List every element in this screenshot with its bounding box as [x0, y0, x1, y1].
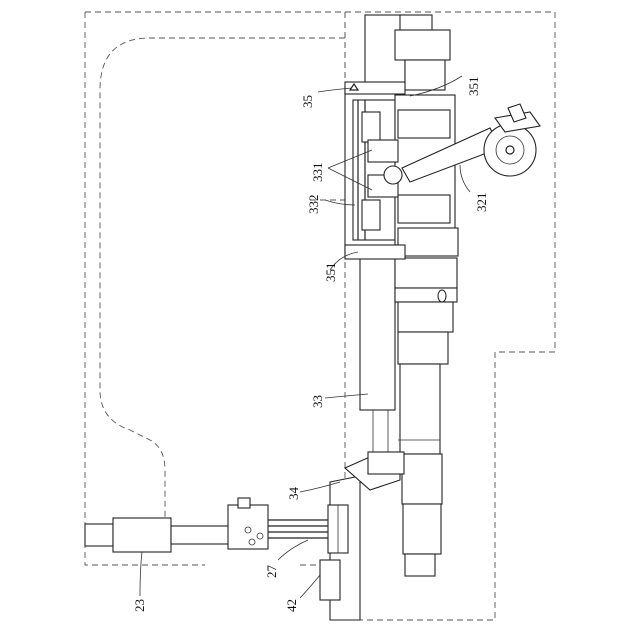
coupling-34	[320, 452, 404, 620]
label-331: 331	[310, 163, 325, 183]
label-23: 23	[132, 599, 147, 612]
label-27: 27	[264, 565, 279, 579]
label-332: 332	[306, 195, 321, 215]
label-35: 35	[300, 95, 315, 108]
label-34: 34	[286, 487, 301, 501]
rod-23	[85, 498, 328, 552]
label-351-bottom: 351	[323, 263, 338, 283]
label-33: 33	[310, 395, 325, 408]
label-321: 321	[474, 193, 489, 213]
label-351-top: 351	[466, 77, 481, 97]
label-42: 42	[284, 599, 299, 612]
